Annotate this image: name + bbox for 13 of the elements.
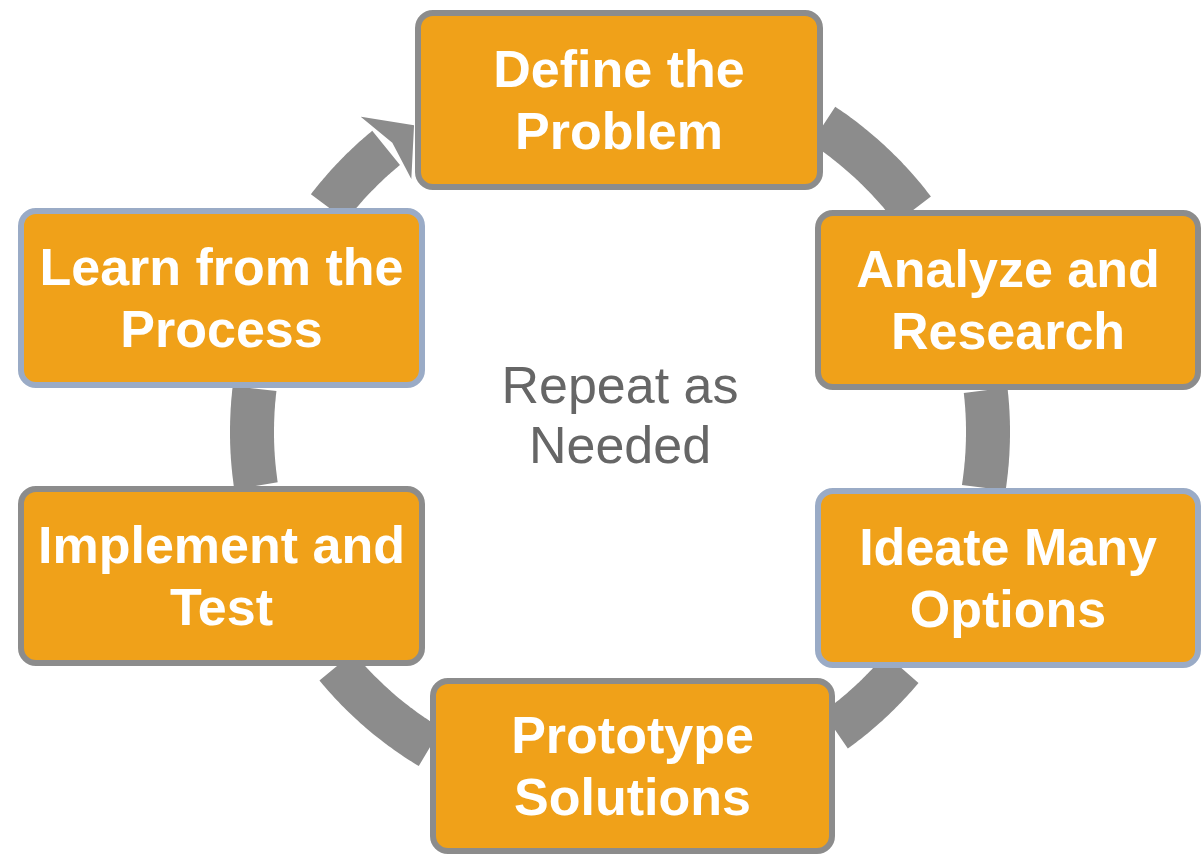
step-box <box>815 210 1201 390</box>
step-box <box>815 488 1201 668</box>
step-box <box>415 10 823 190</box>
step-label: Prototype Solutions <box>510 705 755 828</box>
step-label: Analyze and Research <box>855 239 1161 362</box>
step-label: Learn from the Process <box>38 237 405 360</box>
step-box <box>430 678 835 854</box>
step-label: Implement and Test <box>37 515 406 638</box>
center-note: Repeat as Needed <box>500 355 740 475</box>
step-box <box>18 208 425 388</box>
step-box <box>18 486 425 666</box>
step-label: Ideate Many Options <box>858 517 1158 640</box>
step-label: Define the Problem <box>492 39 746 162</box>
